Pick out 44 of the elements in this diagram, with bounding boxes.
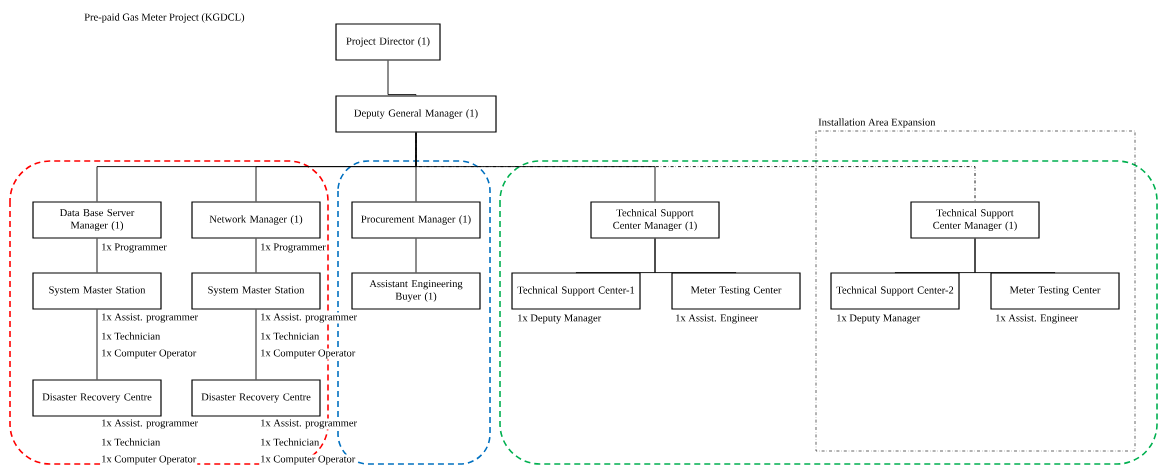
role-box: Procurement Manager (1) bbox=[351, 201, 481, 239]
connector-line bbox=[96, 238, 98, 273]
role-box: Technical Support Center Manager (1) bbox=[910, 201, 1040, 239]
role-box: Technical Support Center-2 bbox=[830, 272, 960, 310]
staff-note: 1x Assist. programmer bbox=[259, 312, 359, 324]
staff-note: 1x Technician bbox=[259, 437, 321, 447]
staff-note: 1x Programmer bbox=[100, 242, 168, 254]
role-box: Technical Support Center Manager (1) bbox=[590, 201, 720, 239]
staff-note: 1x Deputy Manager bbox=[516, 313, 603, 325]
role-box: System Master Station bbox=[191, 272, 321, 310]
role-box: Meter Testing Center bbox=[990, 272, 1120, 310]
role-box: Network Manager (1) bbox=[191, 201, 321, 239]
title: Pre-paid Gas Meter Project (KGDCL) bbox=[84, 13, 245, 23]
staff-note: 1x Computer Operator bbox=[259, 348, 357, 360]
connector-line bbox=[415, 132, 976, 202]
staff-note: 1x Deputy Manager bbox=[835, 313, 922, 325]
staff-note: 1x Assist. programmer bbox=[259, 418, 359, 430]
staff-note: 1x Computer Operator bbox=[100, 348, 198, 360]
role-box: Disaster Recovery Centre bbox=[32, 379, 162, 417]
connector-line bbox=[387, 60, 417, 96]
staff-note: 1x Computer Operator bbox=[259, 454, 357, 466]
staff-note: 1x Technician bbox=[100, 331, 162, 341]
staff-note: 1x Assist. Engineer bbox=[674, 313, 760, 325]
role-box: Data Base Server Manager (1) bbox=[32, 201, 162, 239]
role-box: System Master Station bbox=[32, 272, 162, 310]
role-box: Meter Testing Center bbox=[671, 272, 801, 310]
connector-line bbox=[974, 238, 1056, 274]
staff-note: 1x Assist. programmer bbox=[100, 312, 200, 324]
staff-note: 1x Assist. programmer bbox=[100, 418, 200, 430]
connector-line bbox=[255, 238, 257, 273]
staff-note: 1x Technician bbox=[259, 331, 321, 341]
connector-line bbox=[255, 309, 257, 380]
connector-line bbox=[96, 309, 98, 380]
staff-note: 1x Assist. Engineer bbox=[994, 313, 1080, 325]
role-box: Assistant Engineering Buyer (1) bbox=[351, 272, 481, 310]
staff-note: 1x Programmer bbox=[259, 242, 327, 254]
connector-line bbox=[654, 238, 737, 274]
staff-note: 1x Technician bbox=[100, 437, 162, 447]
region-heading: Installation Area Expansion bbox=[818, 118, 936, 128]
role-box: Deputy General Manager (1) bbox=[335, 95, 497, 133]
role-box: Project Director (1) bbox=[335, 23, 441, 61]
staff-note: 1x Computer Operator bbox=[100, 454, 198, 466]
role-box: Technical Support Center-1 bbox=[511, 272, 641, 310]
connector-line bbox=[415, 238, 417, 273]
